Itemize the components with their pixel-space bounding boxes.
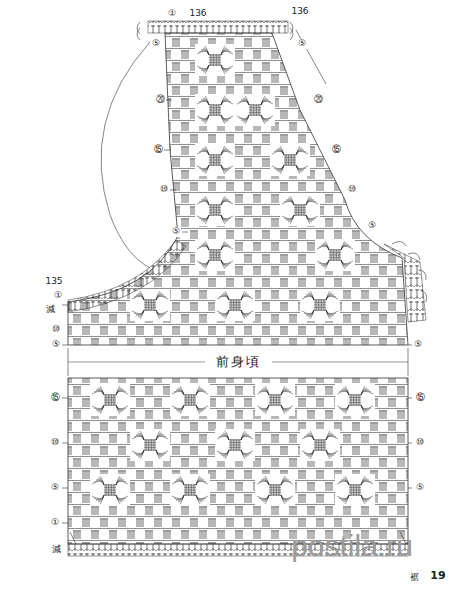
row-number: ⑩ bbox=[159, 185, 169, 195]
spider-motif bbox=[315, 239, 355, 271]
row-number: ⑤ bbox=[51, 340, 61, 350]
row-number: ① bbox=[50, 518, 60, 528]
row-number: ⑩ bbox=[415, 438, 425, 448]
spider-motif bbox=[90, 474, 130, 506]
spider-motif bbox=[255, 384, 295, 416]
row-number: ⑤ bbox=[171, 227, 181, 237]
page-number: 19 bbox=[429, 570, 446, 582]
row-number: ⑳ bbox=[155, 95, 166, 105]
row-number: ⑮ bbox=[153, 145, 164, 155]
spider-motif bbox=[130, 289, 170, 321]
part-name: 前身頃 bbox=[215, 355, 262, 369]
spider-motif bbox=[215, 289, 255, 321]
decrease-mark: 減 bbox=[51, 545, 62, 555]
spider-motif bbox=[90, 384, 130, 416]
spider-motif bbox=[130, 429, 170, 461]
spider-motif bbox=[195, 239, 235, 271]
row-number: ① bbox=[167, 9, 177, 19]
row-number: ⑮ bbox=[331, 145, 342, 155]
row-number: ⑮ bbox=[50, 393, 61, 403]
row-number: ⑤ bbox=[413, 340, 423, 350]
spider-motif bbox=[170, 384, 210, 416]
spider-motif bbox=[300, 429, 340, 461]
spider-motif bbox=[255, 474, 295, 506]
row-number: ⑮ bbox=[415, 393, 426, 403]
spider-motif bbox=[215, 429, 255, 461]
spider-motif bbox=[270, 144, 310, 176]
spider-motif bbox=[195, 94, 235, 126]
spider-motif bbox=[195, 144, 235, 176]
spider-motif bbox=[195, 194, 235, 226]
row-number: ⑤ bbox=[297, 39, 307, 49]
row-number: ⑤ bbox=[151, 39, 161, 49]
row-number: ① bbox=[53, 291, 63, 301]
row-number: ⑩ bbox=[51, 325, 61, 335]
decrease-mark: 減 bbox=[45, 305, 56, 315]
spider-motif bbox=[335, 384, 375, 416]
stitch-count: 136 bbox=[290, 7, 309, 17]
stitch-count: 136 bbox=[188, 9, 207, 19]
spider-motif bbox=[235, 94, 275, 126]
row-number: ⑳ bbox=[313, 95, 324, 105]
spider-motif bbox=[170, 474, 210, 506]
row-number: ⑩ bbox=[347, 185, 357, 195]
spider-motif bbox=[195, 44, 235, 76]
row-number: ⑤ bbox=[415, 483, 425, 493]
hem-mark: 裾 bbox=[409, 573, 420, 583]
row-number: ⑩ bbox=[50, 438, 60, 448]
spider-motif bbox=[300, 289, 340, 321]
watermark: postila.ru bbox=[290, 529, 414, 562]
stitch-count: 135 bbox=[44, 277, 63, 287]
spider-motif bbox=[335, 474, 375, 506]
spider-motif bbox=[280, 194, 320, 226]
row-number: ⑤ bbox=[50, 483, 60, 493]
row-number: ⑤ bbox=[367, 221, 377, 231]
